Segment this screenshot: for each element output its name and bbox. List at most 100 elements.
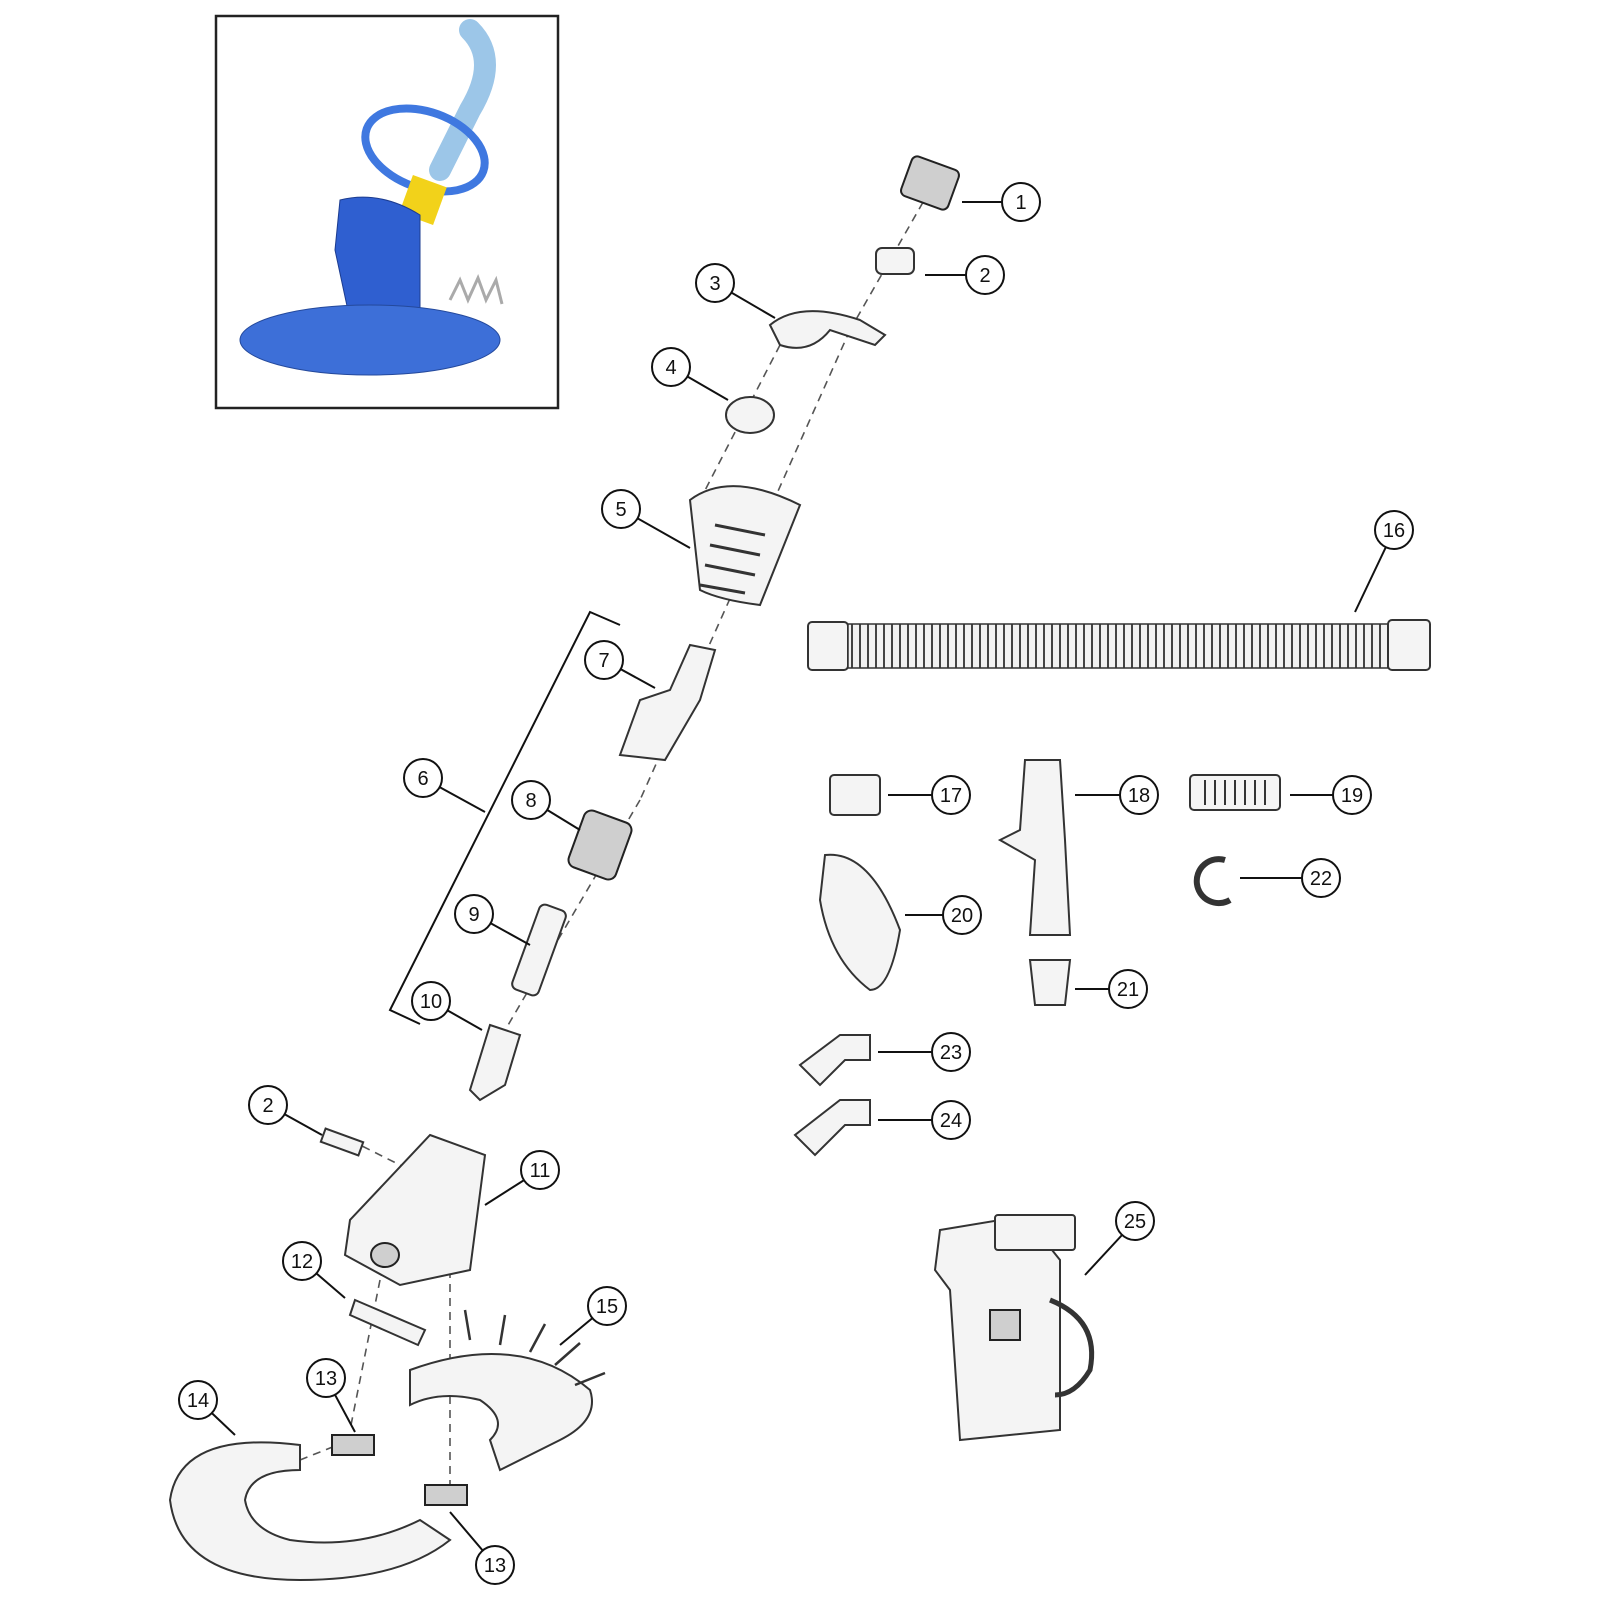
part-4-cap	[725, 396, 775, 434]
callout-circle	[282, 1241, 322, 1281]
callout-circle	[931, 1100, 971, 1140]
callout-c7: 7	[584, 640, 656, 689]
callout-number: 12	[291, 1251, 313, 1273]
callout-c2a: 2	[925, 255, 1005, 295]
part-10-valve	[468, 1023, 522, 1102]
callout-circle	[454, 894, 494, 934]
callout-number: 25	[1124, 1211, 1146, 1233]
callout-c8: 8	[511, 780, 581, 831]
callout-circle	[1374, 510, 1414, 550]
part-24-elbow	[793, 1099, 871, 1157]
callout-circle	[587, 1286, 627, 1326]
callout-number: 13	[484, 1555, 506, 1577]
callout-circle	[520, 1150, 560, 1190]
callout-circle	[248, 1085, 288, 1125]
part-9-shaft	[511, 903, 567, 997]
callout-c19: 19	[1290, 775, 1372, 815]
callout-number: 10	[420, 991, 442, 1013]
part-11-lower-body	[343, 1133, 487, 1287]
part-18-regulator	[997, 759, 1072, 936]
callout-number: 4	[665, 357, 676, 379]
part-23-elbow	[798, 1034, 871, 1087]
callout-number: 9	[468, 904, 479, 926]
callout-number: 14	[187, 1390, 209, 1412]
callout-circle	[1108, 969, 1148, 1009]
callout-c25: 25	[1084, 1201, 1155, 1276]
callout-circle	[1301, 858, 1341, 898]
callout-number: 6	[417, 768, 428, 790]
callout-circle	[511, 780, 551, 820]
callout-c13b: 13	[449, 1511, 515, 1585]
callout-number: 13	[315, 1368, 337, 1390]
callout-circle	[695, 263, 735, 303]
callout-circle	[178, 1380, 218, 1420]
callout-number: 11	[530, 1160, 551, 1182]
part-1-hose-cuff	[900, 155, 960, 211]
callout-circle	[931, 775, 971, 815]
callout-number: 2	[979, 265, 990, 287]
assembly-6-bracket	[388, 610, 621, 1025]
callout-circle	[601, 489, 641, 529]
callout-c22: 22	[1240, 858, 1341, 898]
callout-c3: 3	[695, 263, 776, 319]
part-5-upper-body	[688, 485, 802, 607]
part-20-deflector	[818, 853, 902, 992]
callout-c14: 14	[178, 1380, 236, 1436]
callout-circle	[411, 981, 451, 1021]
part-8-collar	[567, 809, 633, 881]
callout-circle	[1115, 1201, 1155, 1241]
callout-c18: 18	[1075, 775, 1159, 815]
callout-number: 5	[615, 499, 626, 521]
callout-c13a: 13	[306, 1358, 356, 1433]
parts	[168, 155, 1431, 1582]
callout-circle	[584, 640, 624, 680]
part-12-plate	[348, 1298, 427, 1347]
callout-circle	[1001, 182, 1041, 222]
callout-number: 21	[1117, 979, 1139, 1001]
callout-c9: 9	[454, 894, 531, 946]
callout-c6: 6	[403, 758, 486, 813]
callout-c16: 16	[1354, 510, 1414, 613]
callout-c2b: 2	[248, 1085, 323, 1136]
part-13a-pad	[331, 1434, 375, 1456]
part-17-weight	[829, 774, 881, 816]
callout-circle	[931, 1032, 971, 1072]
callout-c21: 21	[1075, 969, 1148, 1009]
callout-number: 3	[709, 273, 720, 295]
callout-number: 15	[596, 1296, 618, 1318]
callout-number: 22	[1310, 868, 1332, 890]
callout-circle	[1119, 775, 1159, 815]
part-2b-clip	[319, 1127, 365, 1157]
callout-c20: 20	[905, 895, 982, 935]
part-16-hose	[807, 619, 1431, 671]
callout-c10: 10	[411, 981, 483, 1031]
callout-c11: 11	[484, 1150, 560, 1206]
callout-circle	[306, 1358, 346, 1398]
callout-c12: 12	[282, 1241, 346, 1299]
callout-number: 17	[940, 785, 962, 807]
callout-circle	[651, 347, 691, 387]
part-15-skirt	[409, 1353, 593, 1472]
callout-c4: 4	[651, 347, 729, 401]
callout-c23: 23	[878, 1032, 971, 1072]
part-7-tube	[618, 643, 717, 762]
callout-number: 18	[1128, 785, 1150, 807]
callout-circle	[965, 255, 1005, 295]
callout-number: 24	[940, 1110, 962, 1132]
callout-circle	[1332, 775, 1372, 815]
callout-c15: 15	[559, 1286, 627, 1346]
callout-number: 1	[1015, 192, 1026, 214]
inset-photo	[214, 14, 560, 410]
part-22-clip	[1193, 856, 1232, 907]
callout-c5: 5	[601, 489, 691, 549]
callout-c1: 1	[962, 182, 1041, 222]
callout-circle	[942, 895, 982, 935]
callout-circle	[403, 758, 443, 798]
part-21-cone	[1028, 959, 1072, 1006]
part-13b-pad	[424, 1484, 468, 1506]
callout-number: 7	[598, 650, 609, 672]
callout-number: 2	[262, 1095, 273, 1117]
callout-number: 23	[940, 1042, 962, 1064]
